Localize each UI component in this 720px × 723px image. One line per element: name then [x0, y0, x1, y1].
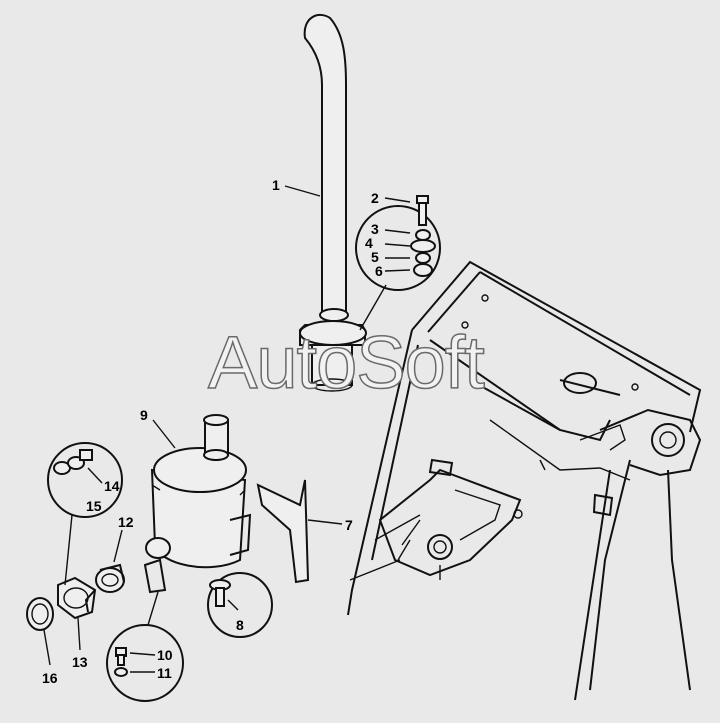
part-9-muffler	[143, 414, 252, 594]
part-1-exhaust-stack	[299, 13, 367, 392]
callout-11: 11	[157, 665, 172, 681]
part-16-gasket	[26, 597, 54, 631]
hardware-detail-circle-bottom	[106, 591, 184, 702]
callout-16: 16	[42, 670, 58, 686]
part-7-bracket	[256, 479, 310, 584]
callout-7: 7	[345, 517, 353, 533]
callout-5: 5	[371, 249, 379, 265]
machine-frame	[347, 260, 702, 701]
callout-14: 14	[104, 478, 120, 494]
callout-4: 4	[365, 235, 373, 251]
callout-9: 9	[140, 407, 148, 423]
hardware-detail-circle-left	[47, 442, 123, 586]
watermark-text: AutoSoft	[208, 321, 485, 404]
callout-10: 10	[157, 647, 173, 663]
part-12-clamp	[95, 563, 125, 593]
callout-12: 12	[118, 514, 134, 530]
callout-6: 6	[375, 263, 383, 279]
hardware-detail-circle	[355, 195, 441, 331]
part-13-flange	[57, 576, 97, 620]
callout-13: 13	[72, 654, 88, 670]
callout-3: 3	[371, 221, 379, 237]
leader-lines	[43, 185, 411, 673]
callout-15: 15	[86, 498, 102, 514]
callout-1: 1	[272, 177, 280, 193]
callout-8: 8	[236, 617, 244, 633]
callout-2: 2	[371, 190, 379, 206]
part-8-bolt-detail	[207, 572, 273, 638]
